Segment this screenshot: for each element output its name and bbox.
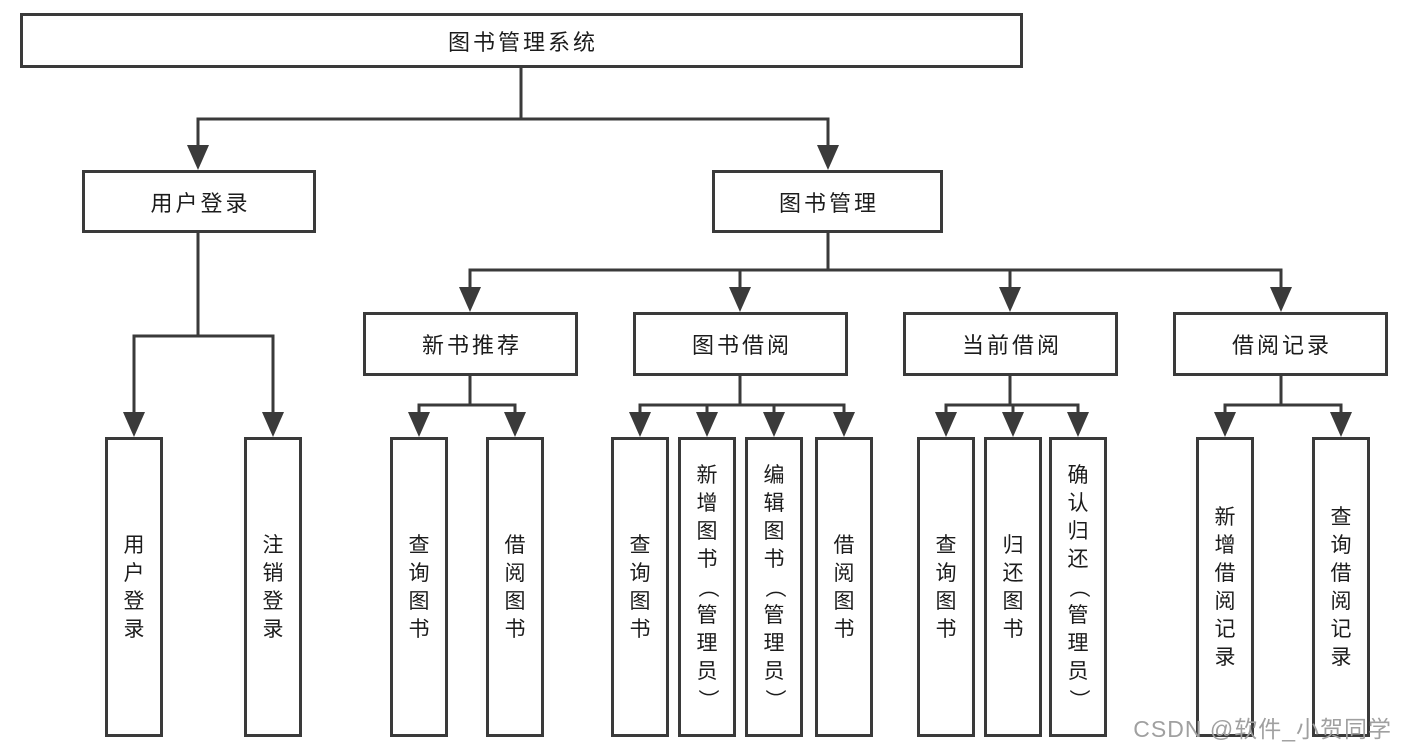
leaf-query-borrow-record: 查询借阅记录 <box>1312 437 1370 737</box>
node-book-borrowing: 图书借阅 <box>633 312 848 376</box>
tree-edges <box>132 68 1343 416</box>
leaf-logout: 注销登录 <box>244 437 302 737</box>
leaf-return-books: 归还图书 <box>984 437 1042 737</box>
arrowheads <box>123 145 1352 437</box>
leaf-user-login: 用户登录 <box>105 437 163 737</box>
node-library-management-system: 图书管理系统 <box>20 13 1023 68</box>
leaf-edit-books-admin: 编辑图书（管理员） <box>745 437 803 737</box>
node-user-login: 用户登录 <box>82 170 316 233</box>
node-current-borrowing: 当前借阅 <box>903 312 1118 376</box>
node-new-book-recommend: 新书推荐 <box>363 312 578 376</box>
node-book-management: 图书管理 <box>712 170 943 233</box>
leaf-add-books-admin: 新增图书（管理员） <box>678 437 736 737</box>
leaf-borrow-books: 借阅图书 <box>815 437 873 737</box>
leaf-query-books: 查询图书 <box>390 437 448 737</box>
leaf-query-books: 查询图书 <box>917 437 975 737</box>
leaf-borrow-books: 借阅图书 <box>486 437 544 737</box>
csdn-watermark: CSDN @软件_小贺同学 <box>1133 716 1392 742</box>
leaf-query-books: 查询图书 <box>611 437 669 737</box>
leaf-add-borrow-record: 新增借阅记录 <box>1196 437 1254 737</box>
node-borrowing-records: 借阅记录 <box>1173 312 1388 376</box>
leaf-confirm-return-admin: 确认归还（管理员） <box>1049 437 1107 737</box>
